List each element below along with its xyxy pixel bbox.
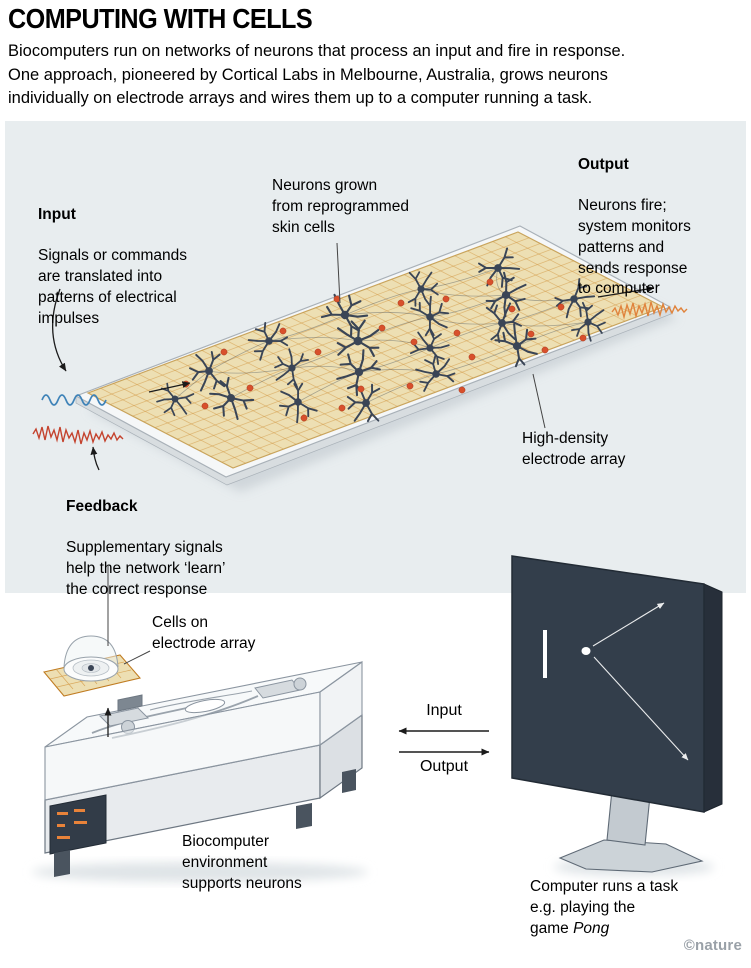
feedback-arrow	[90, 446, 100, 471]
annotation-arrows	[52, 285, 655, 737]
input-body: Signals or commands are translated into …	[38, 247, 188, 327]
monitor-screen	[511, 555, 705, 813]
intro-text: Biocomputers run on networks of neurons …	[8, 42, 626, 108]
monitor-illustration	[511, 555, 723, 876]
biocomputer-label: Biocomputer environment supports neurons	[182, 833, 302, 892]
electrode-array-label: High-density electrode array	[522, 430, 626, 468]
input-waveform	[41, 394, 107, 406]
pong-trajectory	[592, 602, 689, 761]
output-plate-arrow	[597, 285, 655, 298]
leader-lines	[107, 242, 546, 665]
output-body: Neurons fire; system monitors patterns a…	[578, 197, 691, 298]
feedback-heading: Feedback	[66, 497, 138, 515]
output-heading: Output	[578, 155, 629, 173]
neuron-network	[154, 242, 609, 429]
feedback-label: Feedback Supplementary signals help the …	[66, 476, 281, 621]
feedback-body: Supplementary signals help the network ‘…	[66, 539, 226, 598]
page-title: COMPUTING WITH CELLS	[8, 3, 313, 34]
output-label: Output Neurons fire; system monitors pat…	[578, 134, 743, 321]
cells-leader-line	[123, 650, 151, 665]
input-label: Input Signals or commands are translated…	[38, 184, 233, 350]
cells-label: Cells on electrode array	[152, 614, 256, 652]
device-display	[49, 794, 107, 855]
cells-array-illustration	[43, 635, 142, 697]
neurons-leader-line	[336, 242, 341, 304]
biocomputer-illustration	[32, 660, 368, 882]
io-arrows	[398, 727, 490, 756]
computer-task-game: Pong	[573, 919, 610, 937]
display-readout	[57, 809, 87, 839]
electrode-leader-line	[532, 373, 546, 429]
io-output-label: Output	[419, 758, 469, 775]
monitor-side	[703, 583, 723, 813]
device-shadow	[32, 862, 368, 882]
input-heading: Input	[38, 205, 76, 223]
monitor-base	[558, 839, 704, 873]
device-lid-side	[319, 660, 363, 747]
cell-spot	[88, 665, 94, 671]
computer-label: Computer runs a task e.g. playing the ga…	[530, 877, 715, 939]
io-input-label: Input	[426, 702, 462, 719]
input-plate-arrow	[148, 381, 191, 393]
credit: ©nature	[683, 937, 742, 954]
feedback-waveform	[32, 425, 124, 445]
pong-ball	[581, 647, 591, 655]
pong-paddle	[543, 630, 547, 678]
output-waveform	[611, 301, 688, 320]
electrode-plate-illustration	[76, 226, 678, 492]
neurons-label: Neurons grown from reprogrammed skin cel…	[272, 177, 409, 236]
device-feet	[54, 769, 356, 877]
input-curve-arrow	[52, 288, 67, 372]
computer-task-text: Computer runs a task e.g. playing the ga…	[530, 878, 679, 937]
